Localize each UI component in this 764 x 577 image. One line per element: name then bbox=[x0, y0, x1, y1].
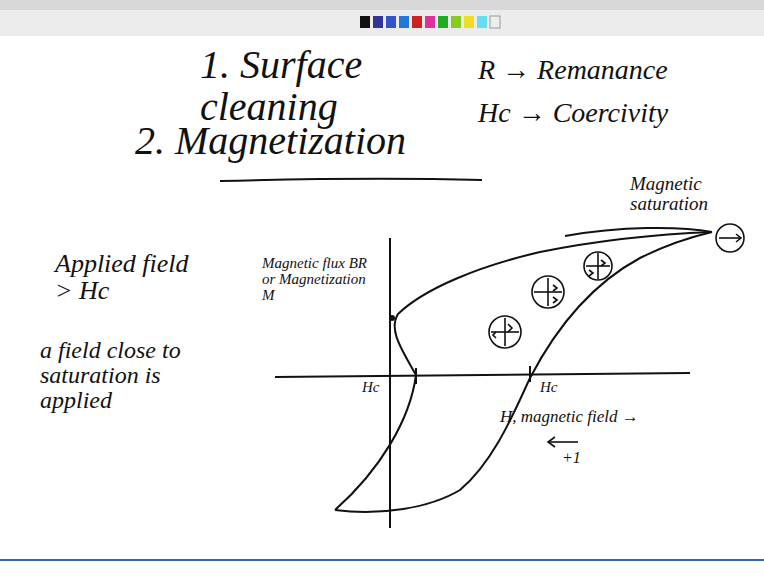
saturation-curve bbox=[565, 228, 712, 236]
coercivity-label: Hc bbox=[362, 380, 402, 396]
vertical-axis bbox=[389, 238, 391, 528]
side-note: a field close to saturation is applied bbox=[40, 338, 220, 414]
heading-item: 1. Surface cleaning bbox=[200, 44, 470, 128]
window-titlebar bbox=[0, 0, 764, 10]
underline bbox=[220, 179, 482, 181]
direction-arrow bbox=[548, 437, 578, 447]
toolbar bbox=[0, 10, 764, 36]
definition-note: Hc → Coercivity bbox=[478, 98, 748, 127]
saturation-label: Magnetic saturation bbox=[630, 174, 740, 214]
toolbar-swatches bbox=[360, 16, 500, 28]
axis-label: H, magnetic field → bbox=[500, 408, 690, 426]
upper-branch bbox=[335, 232, 712, 510]
slide-bottom-rule bbox=[0, 559, 764, 561]
horizontal-axis bbox=[275, 373, 690, 377]
lower-branch bbox=[335, 232, 712, 512]
heading-item: 2. Magnetization bbox=[135, 120, 475, 162]
domain-circles bbox=[489, 224, 744, 348]
coercivity-label: Hc bbox=[540, 380, 580, 396]
axis-label: Magnetic flux BR or Magnetization M bbox=[262, 256, 380, 303]
direction-label: +1 bbox=[562, 450, 602, 467]
definition-note: R → Remanance bbox=[478, 55, 748, 84]
remanence-dot bbox=[389, 315, 395, 321]
side-note: Applied field > Hc bbox=[55, 250, 205, 305]
